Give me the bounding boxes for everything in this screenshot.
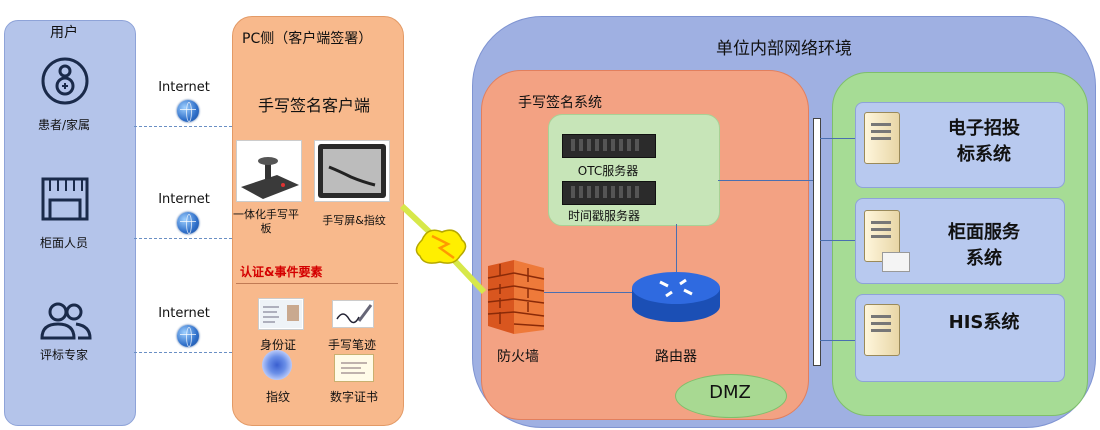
internet-label-3: Internet: [158, 306, 210, 321]
users-title: 用户: [50, 25, 78, 41]
element-label-fingerprint: 指纹: [265, 390, 291, 404]
lightning-connection: [399, 203, 487, 295]
users-panel: [4, 20, 136, 426]
server-bus-link: [718, 180, 818, 181]
internet-link-3: [134, 352, 232, 353]
globe-icon: [177, 212, 199, 234]
signature-system-title: 手写签名系统: [518, 95, 602, 111]
firewall-icon: [487, 260, 545, 334]
signature-pad-image: [314, 140, 390, 202]
firewall-router-link: [544, 292, 634, 293]
patient-icon: [41, 57, 89, 105]
server-icon: [864, 304, 900, 356]
bus-link-counter: [820, 240, 860, 241]
internet-link-1: [134, 126, 232, 127]
expert-icon: [40, 302, 92, 340]
firewall-label: 防火墙: [497, 349, 539, 365]
router-label: 路由器: [655, 349, 697, 365]
device-label-tablet: 一体化手写平板: [233, 208, 299, 235]
network-title: 单位内部网络环境: [716, 39, 852, 59]
timestamp-server-rack-icon: [562, 181, 656, 205]
his-system-label: HIS系统: [948, 312, 1020, 333]
network-bus: [813, 118, 821, 366]
pc-title: PC侧（客户端签署）: [242, 31, 373, 47]
timestamp-server-label: 时间戳服务器: [567, 209, 641, 223]
bus-link-bidding: [820, 138, 860, 139]
pc-client-panel: [232, 16, 404, 426]
otc-server-rack-icon: [562, 134, 656, 158]
certificate-image: [334, 354, 374, 382]
element-label-id-card: 身份证: [259, 338, 297, 352]
internet-link-2: [134, 238, 232, 239]
pc-divider: [236, 283, 398, 284]
counter-service-system-label: 柜面服务 系统: [948, 222, 1020, 269]
counter-icon: [41, 177, 89, 221]
bus-link-his: [820, 340, 860, 341]
user-label-patient: 患者/家属: [37, 118, 91, 132]
id-card-image: [258, 298, 304, 330]
internet-label-2: Internet: [158, 192, 210, 207]
dmz-label: DMZ: [709, 382, 751, 403]
signature-tablet-image: [236, 140, 302, 202]
router-icon: [632, 272, 720, 322]
element-label-handwriting: 手写笔迹: [327, 338, 377, 352]
bidding-system-label: 电子招投 标系统: [948, 118, 1020, 165]
client-title: 手写签名客户端: [257, 96, 371, 115]
server-icon: [864, 112, 900, 164]
user-label-counter: 柜面人员: [39, 236, 89, 250]
user-label-expert: 评标专家: [39, 348, 89, 362]
element-label-certificate: 数字证书: [329, 390, 379, 404]
dmz-zone: [675, 374, 787, 418]
handwriting-image: [332, 300, 374, 328]
globe-icon: [177, 100, 199, 122]
otc-server-label: OTC服务器: [577, 164, 639, 178]
globe-icon: [177, 325, 199, 347]
device-label-pad: 手写屏&指纹: [322, 214, 386, 227]
server-router-link: [676, 224, 677, 276]
fingerprint-icon: [262, 350, 292, 380]
document-icon: [882, 252, 910, 272]
internet-label-1: Internet: [158, 80, 210, 95]
server-group-panel: [548, 114, 720, 226]
elements-title: 认证&事件要素: [240, 265, 323, 279]
